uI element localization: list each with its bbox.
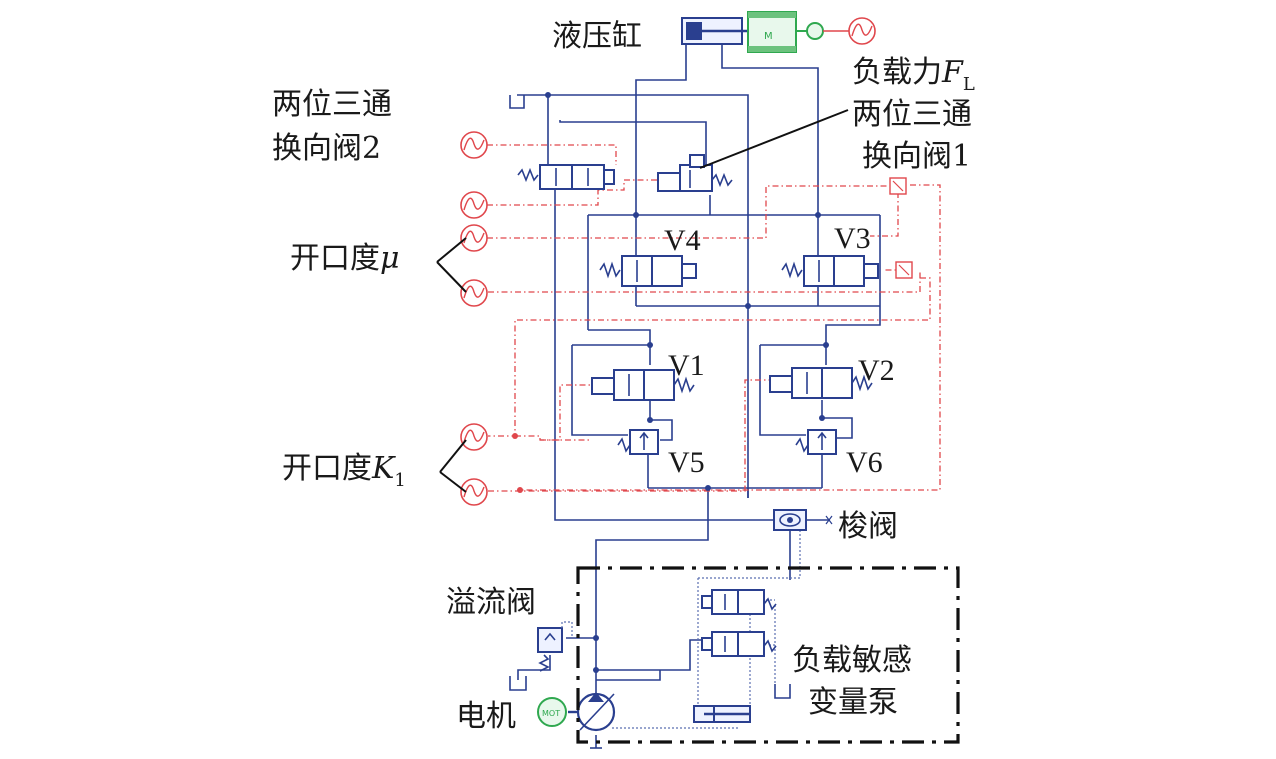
label-valve2-line2: 换向阀2 — [272, 131, 381, 166]
mass-load: M — [747, 11, 876, 53]
label-valve2-line1: 两位三通 — [272, 87, 392, 122]
junction-dots — [545, 92, 829, 673]
signal-source-icon — [460, 478, 488, 506]
label-load-force: 负载力FL — [852, 55, 975, 95]
signal-source-icon — [460, 423, 488, 451]
valve-v4-symbol — [599, 255, 697, 287]
signal-source-icon — [460, 131, 488, 159]
ls-control-valve-lower — [701, 631, 777, 657]
label-cylinder: 液压缸 — [552, 19, 642, 54]
label-valve1-line2: 换向阀1 — [862, 139, 971, 174]
signal-junctions — [512, 433, 523, 493]
label-v1: V1 — [668, 349, 705, 382]
label-v2: V2 — [858, 354, 895, 387]
valve-v1-symbol — [591, 369, 695, 401]
signal-source-icon — [460, 224, 488, 252]
label-v3: V3 — [834, 222, 871, 255]
valve-2-symbol — [517, 164, 615, 190]
valve-v6-symbol — [795, 429, 837, 455]
label-motor: 电机 — [456, 699, 516, 734]
pilot-lines — [612, 530, 801, 729]
ls-control-valve-upper — [701, 589, 777, 615]
label-relief: 溢流阀 — [446, 585, 536, 620]
mass-badge: M — [764, 31, 773, 42]
label-shuttle: 梭阀 — [838, 509, 898, 544]
signal-source-icon — [460, 279, 488, 307]
label-opening-k: 开口度K1 — [282, 451, 406, 491]
label-ls-pump-line1: 负载敏感 — [792, 643, 912, 678]
label-v5: V5 — [668, 446, 705, 479]
label-v4: V4 — [664, 224, 701, 257]
relief-valve-symbol — [537, 621, 573, 672]
swashplate-actuator — [693, 705, 751, 723]
hydraulic-cylinder — [681, 17, 748, 45]
label-v6: V6 — [846, 446, 883, 479]
motor-icon: MOT — [537, 697, 567, 727]
valve-v5-symbol — [617, 429, 659, 455]
shuttle-valve-symbol — [773, 509, 833, 531]
leader-lines — [436, 109, 849, 493]
ls-pump-frame — [576, 566, 960, 744]
label-valve1-line1: 两位三通 — [852, 97, 972, 132]
motor-badge: MOT — [542, 709, 560, 718]
label-opening-mu: 开口度μ — [290, 241, 400, 276]
signal-generators — [460, 131, 913, 506]
valve-v3-symbol — [781, 255, 879, 287]
signal-lines — [487, 144, 941, 492]
signal-source-icon — [460, 191, 488, 219]
valve-v2-symbol — [769, 367, 873, 399]
valve-1-symbol — [657, 154, 733, 192]
variable-pump-symbol — [568, 692, 616, 732]
label-ls-pump-line2: 变量泵 — [808, 685, 898, 720]
